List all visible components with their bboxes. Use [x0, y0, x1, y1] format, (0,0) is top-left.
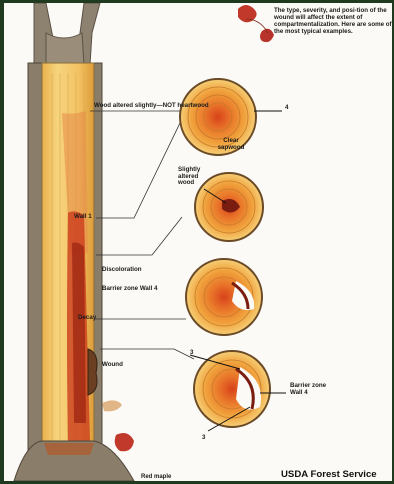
label-wound: Wound — [102, 362, 123, 369]
label-barrier-zone-trunk: Barrier zone Wall 4 — [102, 286, 157, 293]
label-ring-number-3-bottom: 3 — [202, 435, 205, 442]
species-caption: Red maple — [141, 474, 171, 480]
illustration-frame: The type, severity, and posi-tion of the… — [4, 3, 392, 481]
wound-notch — [88, 349, 97, 395]
label-barrier-zone-ring: Barrier zone Wall 4 — [290, 383, 340, 396]
cross-section-4 — [190, 351, 286, 431]
leaf-top-right — [238, 5, 274, 42]
label-clear-sapwood: Clear sapwood — [211, 138, 251, 151]
label-slightly-altered: Slightly altered wood — [178, 167, 212, 187]
label-discoloration: Discoloration — [102, 267, 142, 274]
intro-text: The type, severity, and posi-tion of the… — [274, 7, 392, 36]
branch-fork — [46, 33, 84, 65]
cross-section-3 — [186, 259, 262, 335]
credit-text: USDA Forest Service — [281, 470, 377, 480]
leaf-bottom-left — [102, 400, 134, 451]
leader-lines — [90, 111, 194, 359]
label-ring-number-3-top: 3 — [190, 350, 193, 357]
label-ring-number-4: 4 — [285, 105, 288, 112]
tree-illustration — [4, 3, 392, 481]
label-wall-1: Wall 1 — [74, 214, 92, 221]
label-wood-altered: Wood altered slightly—NOT heartwood — [94, 103, 209, 110]
label-decay: Decay — [78, 315, 96, 322]
decay-column — [72, 243, 86, 424]
